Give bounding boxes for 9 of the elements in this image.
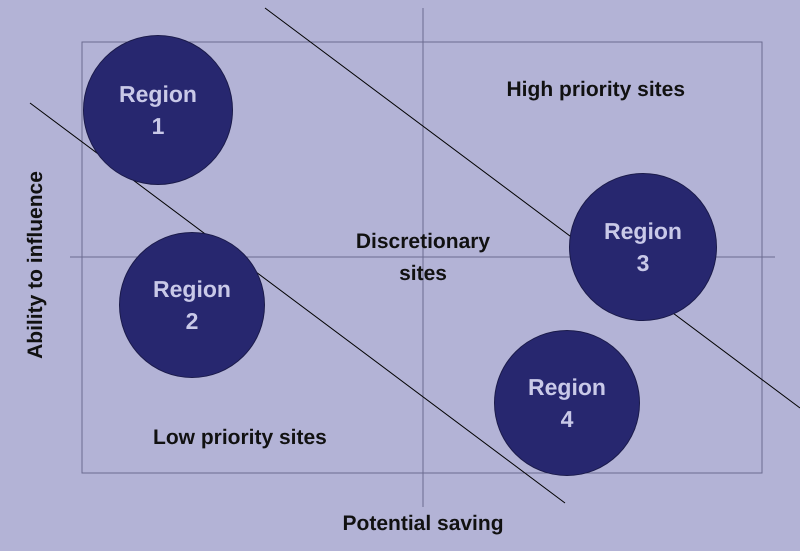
axis-label: Potential saving xyxy=(342,512,504,536)
region-circle: Region 3 xyxy=(569,173,717,321)
axis-label: Ability to influence xyxy=(24,171,48,359)
quadrant-label: Discretionary sites xyxy=(354,229,492,287)
quadrant-label: Low priority sites xyxy=(153,426,327,450)
region-circle: Region 4 xyxy=(494,330,640,476)
quadrant-label: High priority sites xyxy=(506,78,686,102)
region-circle: Region 1 xyxy=(83,35,233,185)
region-circle: Region 2 xyxy=(119,232,265,378)
